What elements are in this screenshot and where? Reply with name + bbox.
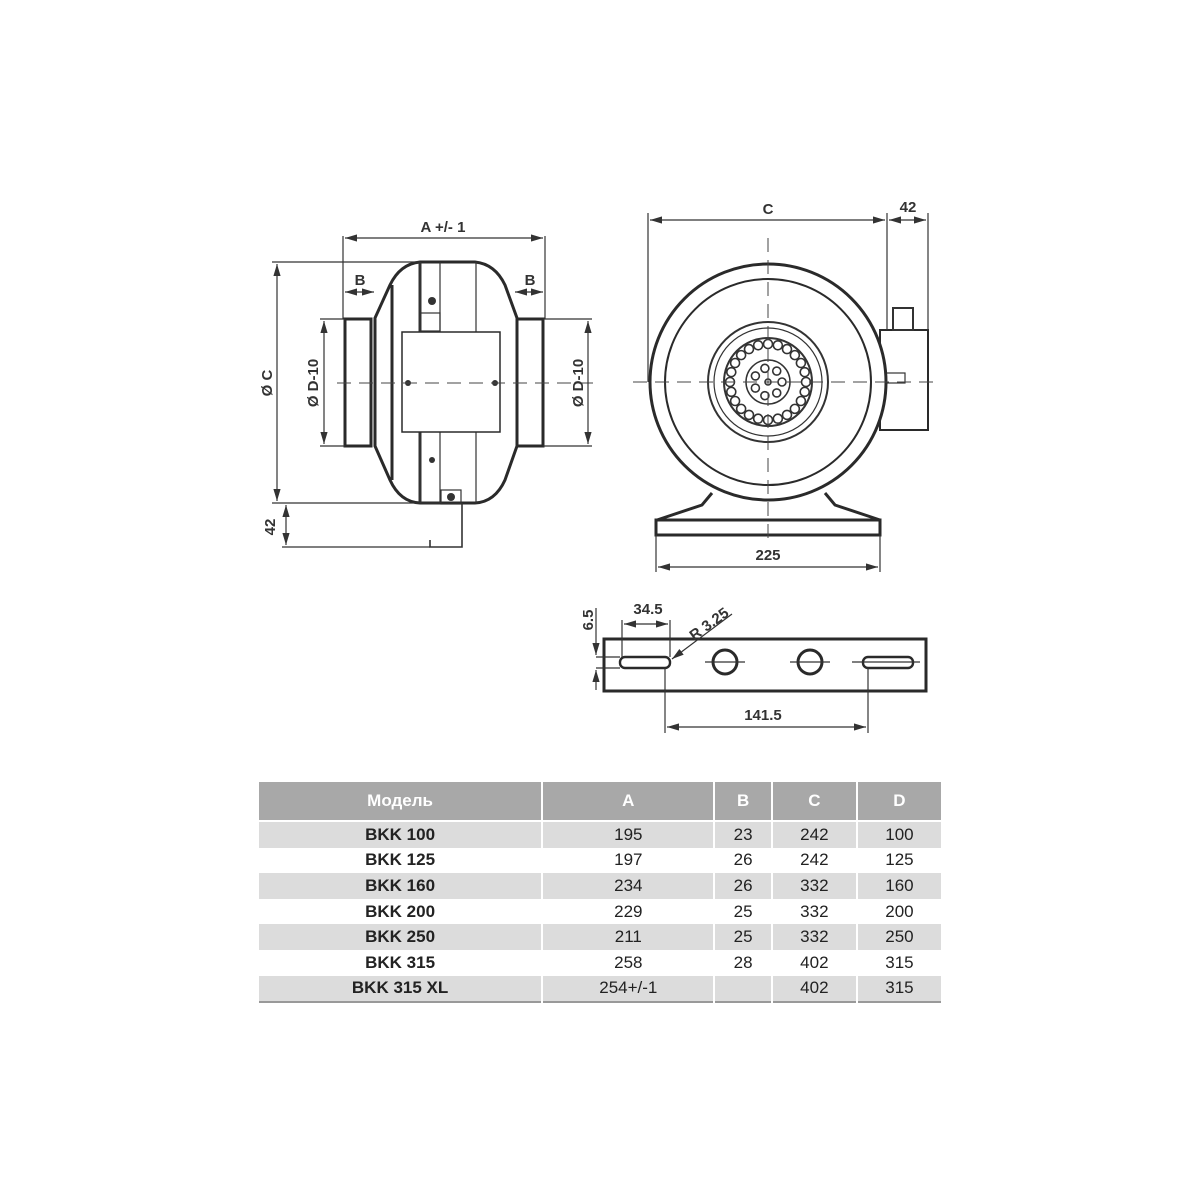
impeller-hole xyxy=(771,388,782,398)
impeller-hole xyxy=(771,366,782,376)
impeller-hole xyxy=(799,386,811,398)
impeller-hole xyxy=(781,343,793,355)
dim-34-5-label: 34.5 xyxy=(633,601,662,618)
impeller-hole xyxy=(735,349,747,361)
impeller-hole xyxy=(760,363,770,374)
side-view: A +/- 1 B B Ø C Ø D-10 Ø D-10 42 xyxy=(259,219,593,548)
table-row: BKK 200 229 25 332 200 xyxy=(259,899,941,925)
impeller-hole xyxy=(743,343,755,355)
value-cell: 25 xyxy=(733,901,753,921)
value-cell: 211 xyxy=(543,924,714,950)
value-cell: 254+/-1 xyxy=(543,975,714,1004)
impeller-hole xyxy=(750,371,761,381)
impeller-hole xyxy=(795,357,807,369)
table-header-row: Модель A B C D xyxy=(259,782,941,822)
impeller-hole xyxy=(729,357,741,369)
value-cell: 197 xyxy=(614,850,643,870)
dim-d-right-label: Ø D-10 xyxy=(570,359,587,407)
dim-141-5-label: 141.5 xyxy=(744,707,782,724)
model-cell: BKK 250 xyxy=(259,924,542,950)
bracket-view: 6.5 34.5 R 3.25 141.5 xyxy=(580,601,928,733)
impeller-hole xyxy=(799,366,811,378)
value-cell: 250 xyxy=(857,924,941,950)
value-cell: 100 xyxy=(857,822,941,848)
impeller-hole xyxy=(735,403,747,415)
dim-b-left-label: B xyxy=(355,272,366,289)
impeller-hole xyxy=(795,395,807,407)
value-cell: 28 xyxy=(733,952,753,972)
value-cell: 200 xyxy=(885,901,914,921)
dim-a-label: A +/- 1 xyxy=(421,219,466,236)
dim-6-5-label: 6.5 xyxy=(580,610,597,631)
impeller-hole xyxy=(752,413,764,425)
dim-b-right-label: B xyxy=(525,272,536,289)
impeller-hole xyxy=(750,383,761,393)
value-cell: 332 xyxy=(800,901,829,921)
impeller-hole xyxy=(772,413,784,425)
impeller-hole xyxy=(760,390,770,401)
value-cell: 125 xyxy=(885,850,914,870)
impeller-hole xyxy=(725,386,737,398)
table-row: BKK 315 258 28 402 315 xyxy=(259,950,941,976)
value-cell: 229 xyxy=(614,901,643,921)
impeller-hole xyxy=(725,366,737,378)
model-cell: BKK 315 xyxy=(365,952,436,972)
impeller-hole xyxy=(789,349,801,361)
impeller-hole xyxy=(752,339,764,351)
dim-c-top-label: C xyxy=(763,201,774,218)
value-cell: 25 xyxy=(715,924,771,950)
value-cell: 332 xyxy=(772,873,856,899)
value-cell: 402 xyxy=(772,975,856,1004)
impeller-hole xyxy=(789,403,801,415)
front-view: C 42 225 xyxy=(633,199,940,572)
model-cell: BKK 160 xyxy=(259,873,542,899)
header-d: D xyxy=(857,782,941,822)
header-model: Модель xyxy=(259,782,542,822)
value-cell: 160 xyxy=(857,873,941,899)
technical-drawing: A +/- 1 B B Ø C Ø D-10 Ø D-10 42 xyxy=(259,199,940,733)
value-cell: 315 xyxy=(857,975,941,1004)
header-b: B xyxy=(715,782,771,822)
dim-225-label: 225 xyxy=(755,547,780,564)
dim-42-label: 42 xyxy=(262,519,279,536)
impeller-hole xyxy=(777,377,787,387)
impeller-hole xyxy=(729,395,741,407)
model-cell: BKK 125 xyxy=(365,850,436,870)
header-a: A xyxy=(543,782,714,822)
value-cell: 195 xyxy=(543,822,714,848)
value-cell: 26 xyxy=(715,873,771,899)
impeller-hole xyxy=(781,409,793,421)
value-cell: 332 xyxy=(772,924,856,950)
impeller-hole xyxy=(772,339,784,351)
value-cell: 258 xyxy=(614,952,643,972)
table-row: BKK 125 197 26 242 125 xyxy=(259,848,941,874)
value-cell: 242 xyxy=(800,850,829,870)
value-cell: 23 xyxy=(715,822,771,848)
header-c: C xyxy=(772,782,856,822)
value-cell: 315 xyxy=(885,952,914,972)
model-cell: BKK 100 xyxy=(259,822,542,848)
value-cell: 26 xyxy=(733,850,753,870)
model-cell: BKK 315 XL xyxy=(259,975,542,1004)
impeller-hole xyxy=(762,338,774,350)
value-cell: 402 xyxy=(800,952,829,972)
value-cell: 234 xyxy=(543,873,714,899)
impeller-hole xyxy=(743,409,755,421)
model-cell: BKK 200 xyxy=(365,901,436,921)
dim-42-top-label: 42 xyxy=(900,199,917,216)
value-cell xyxy=(715,975,771,1004)
dim-c-label: Ø C xyxy=(259,370,276,397)
dim-d-left-label: Ø D-10 xyxy=(305,359,322,407)
value-cell: 242 xyxy=(772,822,856,848)
